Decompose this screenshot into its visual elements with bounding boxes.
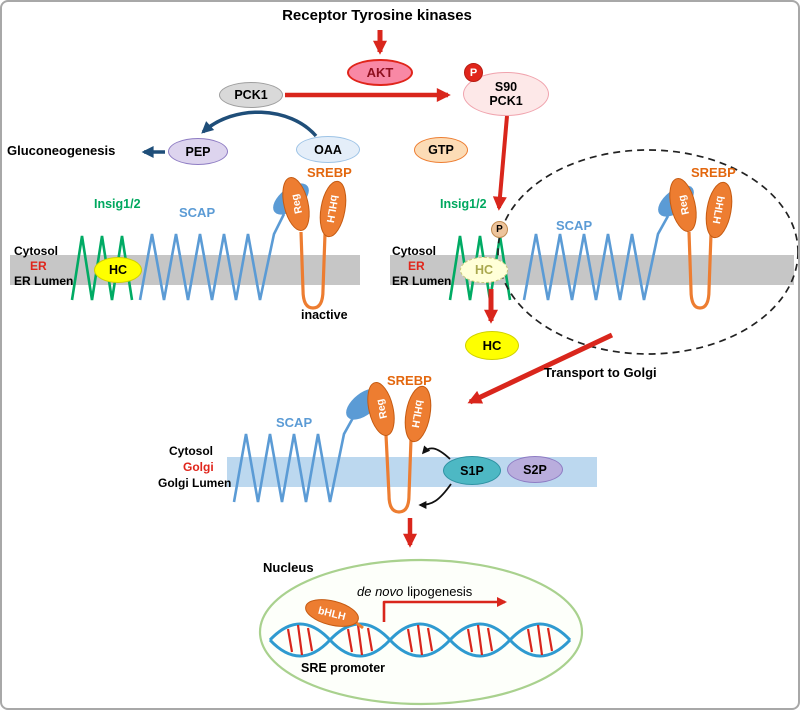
pathway-title: Receptor Tyrosine kinases [282,7,472,24]
bhlh-label-golgi: bHLH [409,399,426,429]
scap-zigzag-left [138,213,286,301]
bhlh-drop-golgi [404,385,432,443]
reg-drop-golgi [367,382,395,436]
gtp-node: GTP [414,137,468,163]
scap-label-right: SCAP [556,218,593,233]
membrane-phospho-badge: P [491,221,508,238]
s1p-node: S1P [443,456,501,485]
er-lumen-label-left: ER Lumen [14,274,74,288]
scap-zigzag-golgi [232,415,356,503]
nucleus-label: Nucleus [263,560,314,575]
er-label-left: ER [30,259,47,273]
oaa-to-pep-arrow [201,110,318,138]
s1p-cleavage-arrow-lower [418,483,452,509]
cytosol-label-left: Cytosol [14,244,59,258]
scap-label-left: SCAP [179,205,216,220]
srebp-hairpin-left [299,231,327,310]
golgi-label: Golgi [183,460,214,474]
s1p-cleavage-arrow-upper [421,445,451,460]
srebp-label-golgi: SREBP [387,373,432,388]
reg-drop-right [669,178,697,232]
srebp-hairpin-right [687,231,713,310]
nucleus-envelope [258,558,584,706]
bhlh-label-right: bHLH [710,195,727,225]
arrows [141,30,614,622]
ps90-to-membrane-arrow [492,115,509,211]
cytosol-label-golgi: Cytosol [169,444,214,458]
promoter-arrow [382,597,507,622]
bhlh-drop-right [705,181,733,239]
pep-node: PEP [168,138,228,165]
srebp-label-right: SREBP [691,165,736,180]
hc-node-left: HC [94,257,142,283]
transport-to-golgi-arrow [467,332,614,405]
inactive-label: inactive [301,308,348,322]
scap-label-golgi: SCAP [276,415,313,430]
activation-dashed-circle [497,149,798,355]
cytosol-label-right: Cytosol [392,244,437,258]
srebp-label-left: SREBP [307,165,352,180]
pck1-node: PCK1 [219,82,283,108]
dna-strand-a [268,622,572,658]
er-lumen-label-right: ER Lumen [392,274,452,288]
dna-strand-b [268,622,572,658]
scap-zigzag-right [522,215,670,301]
phospho-pck1-line1: S90 [494,80,518,94]
bhlh-label-left: bHLH [324,194,341,224]
hc-node-released: HC [465,331,519,360]
reg-label-golgi: Reg [374,398,390,420]
de-novo-text: de novo [357,584,404,599]
phospho-pck1-line2: PCK1 [489,94,523,108]
dna-rungs [286,624,554,656]
insig-zigzag-left [70,235,134,301]
reg-drop-left [282,177,310,231]
oaa-node: OAA [296,136,360,163]
bhlh-drop-nucleus [305,599,359,627]
gluconeogenesis-label: Gluconeogenesis [7,143,116,158]
transport-to-golgi-label: Transport to Golgi [544,365,657,380]
bhlh-drop-left [319,180,347,238]
dna-helix [268,622,572,658]
sre-promoter-label: SRE promoter [301,661,386,675]
er-label-right: ER [408,259,425,273]
lipogenesis-text: lipogenesis [407,584,473,599]
srebp-domains: Reg bHLH Reg bHLH Reg bHLH bHLH [282,177,733,627]
srebp-hairpin-golgi [384,434,413,514]
insig-label-left: Insig1/2 [94,197,141,211]
reg-label-left: Reg [289,193,305,215]
reg-label-right: Reg [676,194,692,216]
akt-node: AKT [347,59,413,86]
s2p-node: S2P [507,456,563,483]
hc-node-faded: HC [460,257,508,283]
insig-label-right: Insig1/2 [440,197,487,211]
golgi-lumen-label: Golgi Lumen [158,476,232,490]
phospho-badge: P [464,63,483,82]
